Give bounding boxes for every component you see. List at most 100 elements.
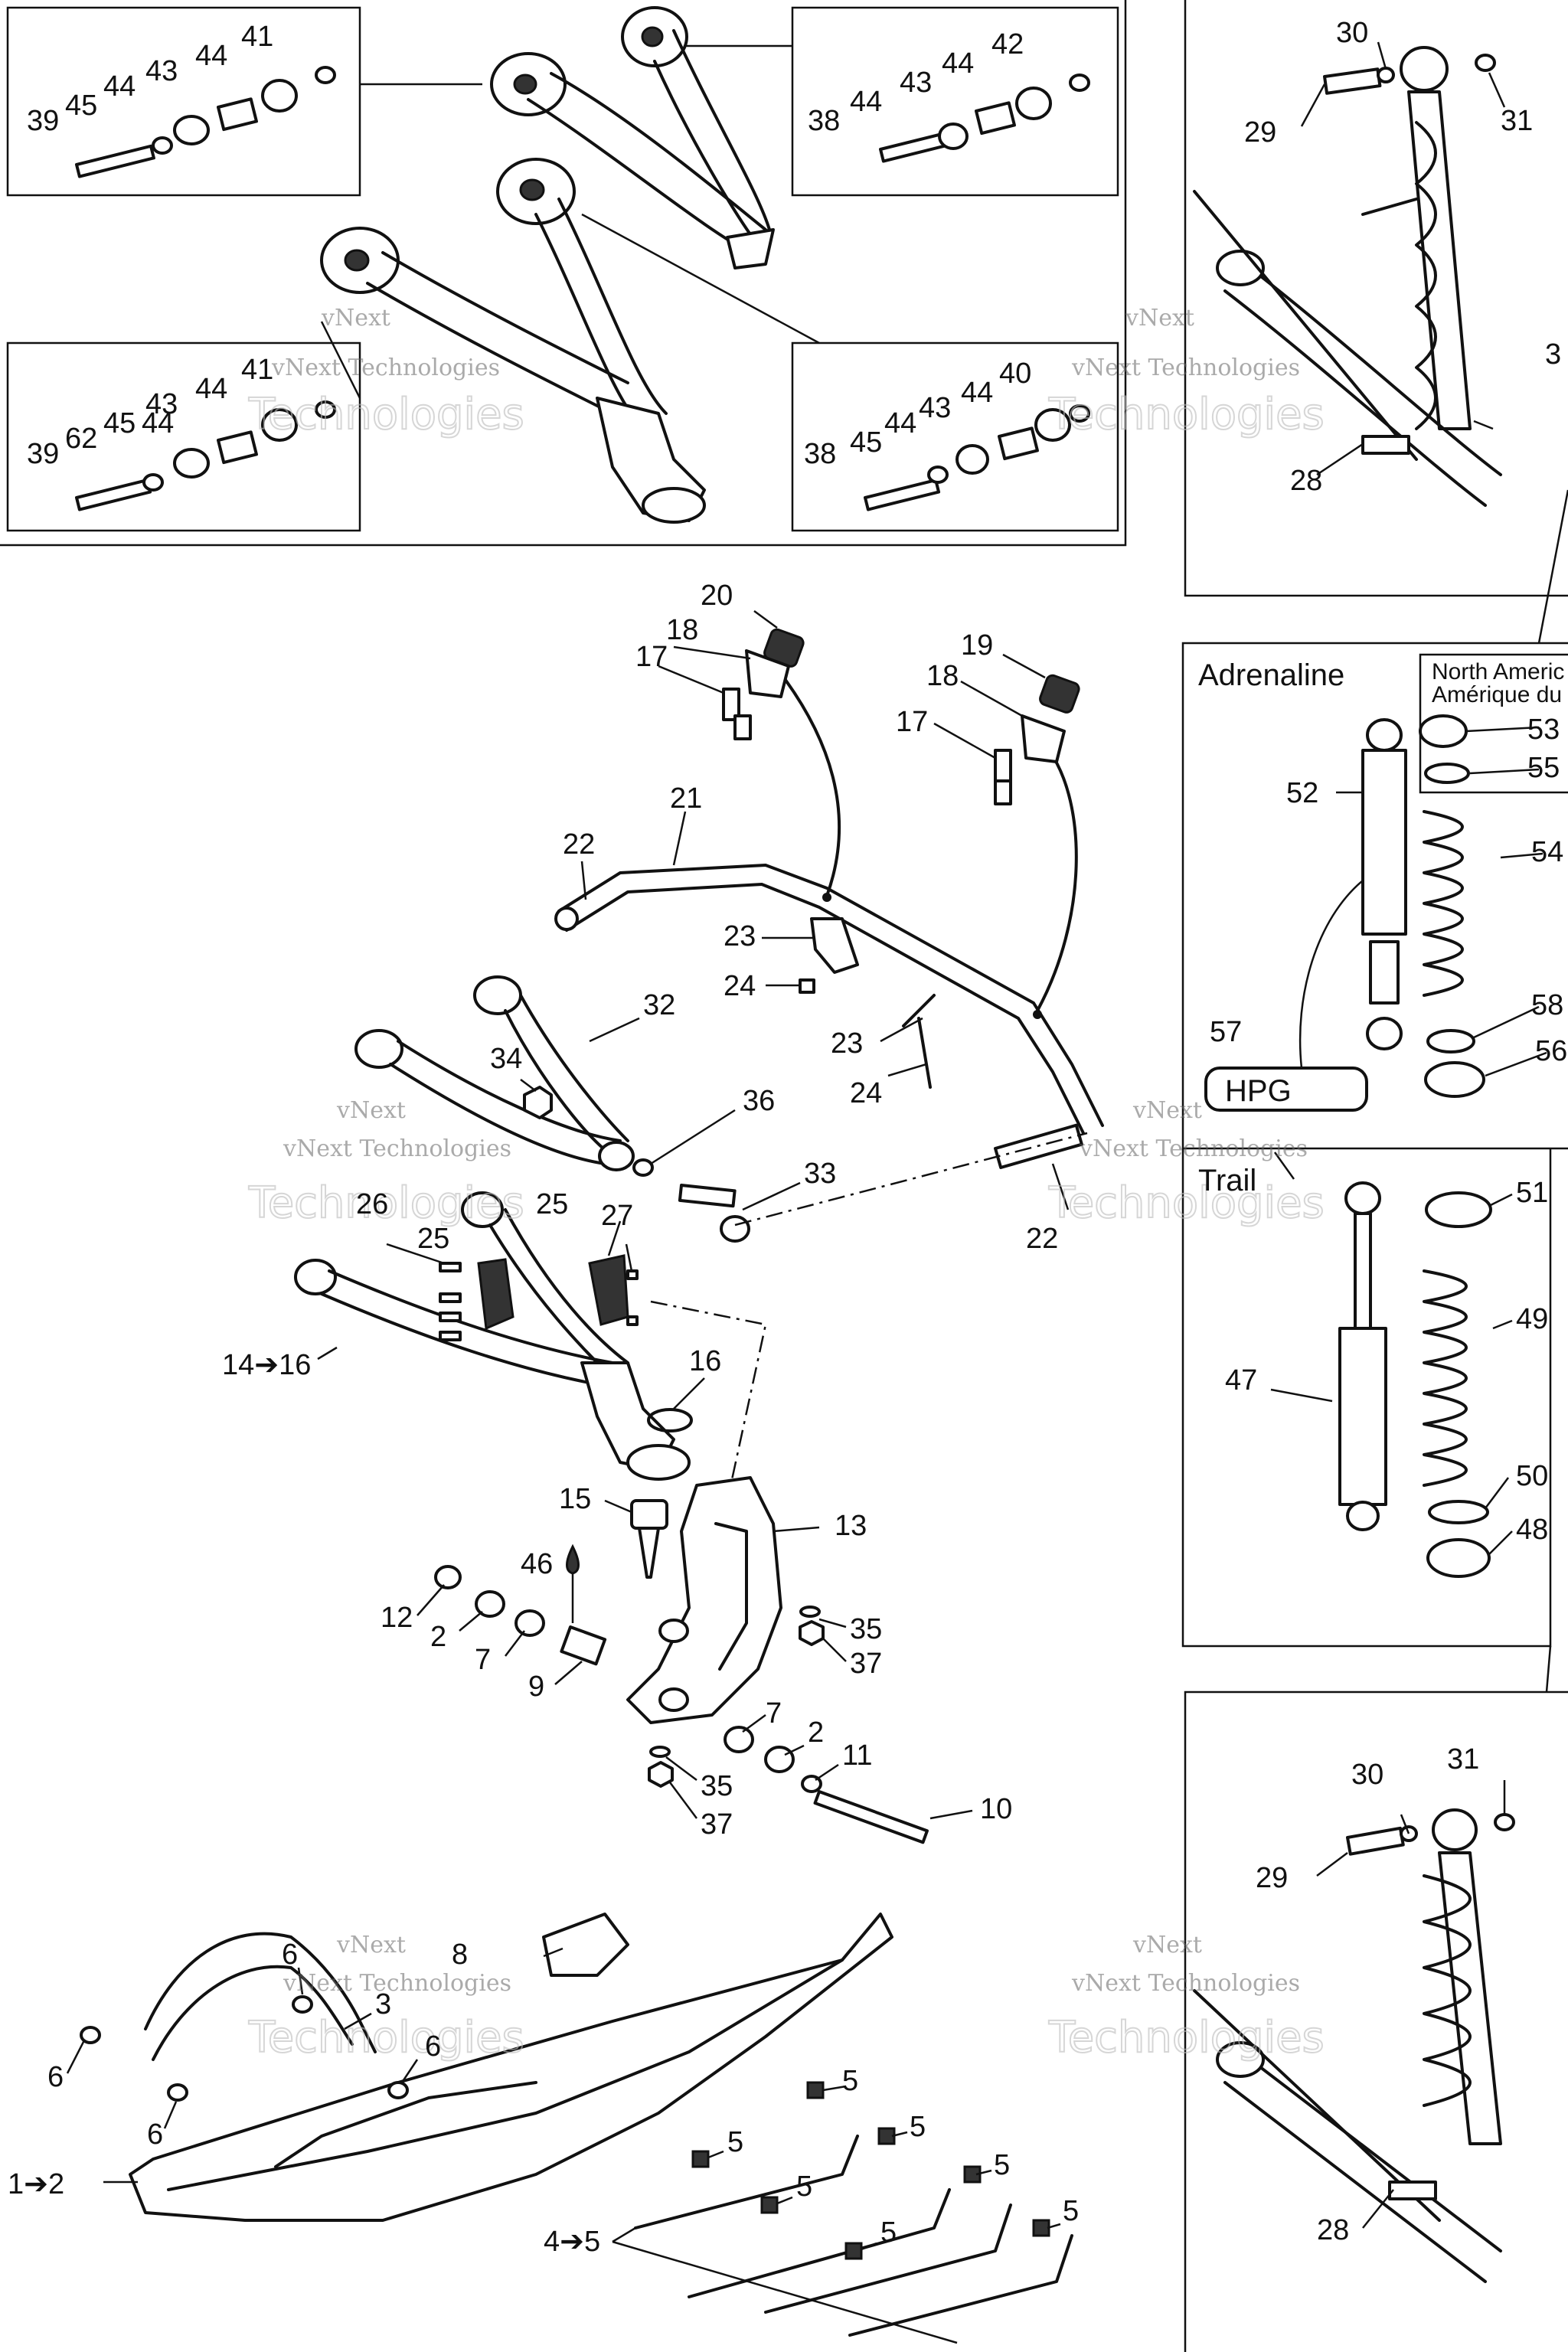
callout-17: 17: [896, 706, 928, 738]
callout-58: 58: [1531, 989, 1563, 1021]
callout-6: 6: [47, 2061, 64, 2093]
lower-a-arm-illustration: [320, 158, 706, 524]
callout-38: 38: [804, 438, 836, 470]
watermark-5c: Technologies: [248, 2013, 524, 2063]
callout-35: 35: [701, 1770, 733, 1802]
callout-56: 56: [1535, 1035, 1567, 1067]
watermark-4c: Technologies: [1048, 1178, 1325, 1228]
callout-39: 39: [27, 438, 59, 470]
callout-55: 55: [1527, 752, 1560, 784]
watermark-2a: vNext: [1125, 305, 1194, 332]
callout-37: 37: [850, 1648, 882, 1680]
panel-title-adrenaline: Adrenaline: [1198, 658, 1344, 692]
callout-5: 5: [910, 2111, 926, 2143]
callout-22: 22: [1026, 1223, 1058, 1255]
callout-54: 54: [1531, 836, 1563, 868]
watermark-2b: vNext Technologies: [1071, 354, 1300, 381]
callout-45: 45: [850, 426, 882, 459]
callout-25: 25: [417, 1223, 449, 1255]
callout-43: 43: [145, 388, 178, 420]
link-line-2: [1545, 1645, 1552, 1693]
sway-bar-bracket: [799, 917, 936, 1089]
hardware-set-4: [864, 404, 1090, 511]
callout-5: 5: [842, 2065, 858, 2097]
callout-19: 19: [961, 629, 993, 662]
callout-44: 44: [142, 407, 174, 439]
hardware-set-3: [75, 400, 336, 511]
callout-51: 51: [1516, 1177, 1548, 1209]
ski: [80, 1913, 893, 2222]
spindle-hardware: [434, 1565, 929, 1844]
watermark-5a: vNext: [336, 1932, 406, 1958]
watermark-3a: vNext: [336, 1097, 406, 1124]
callout-32: 32: [643, 989, 675, 1021]
callout-38: 38: [808, 105, 840, 137]
upper-arm-detail-frame: [0, 0, 1127, 547]
sway-bar-links: [722, 628, 1080, 1012]
callout-8: 8: [452, 1939, 468, 1971]
callout-2: 2: [808, 1717, 824, 1749]
callout-22: 22: [563, 828, 595, 861]
callout-39: 39: [27, 105, 59, 137]
callout-7: 7: [475, 1644, 491, 1676]
watermark-5b: vNext Technologies: [283, 1970, 511, 1997]
callout-23: 23: [724, 920, 756, 952]
shock-frame-bottom: [1184, 1690, 1568, 2352]
watermark-4b: vNext Technologies: [1079, 1135, 1308, 1162]
callout-37: 37: [701, 1808, 733, 1841]
callout-15: 15: [559, 1483, 591, 1515]
watermark-1b: vNext Technologies: [271, 354, 500, 381]
callout-4-5: 4➔5: [544, 2226, 600, 2258]
callout-5: 5: [727, 2126, 743, 2158]
callout-33: 33: [804, 1158, 836, 1190]
callout-6: 6: [425, 2030, 441, 2063]
callout-6: 6: [147, 2118, 163, 2151]
callout-25: 25: [536, 1188, 568, 1220]
callout-24: 24: [850, 1077, 882, 1109]
callout-1-2: 1➔2: [8, 2168, 64, 2200]
callout-44: 44: [103, 70, 136, 103]
callout-41: 41: [241, 21, 273, 53]
watermark-3b: vNext Technologies: [283, 1135, 511, 1162]
callout-27: 27: [601, 1200, 633, 1232]
callout-44: 44: [884, 407, 916, 439]
watermark-1a: vNext: [321, 305, 390, 332]
callout-20: 20: [701, 580, 733, 612]
callout-43: 43: [900, 67, 932, 99]
callout-31: 31: [1501, 105, 1533, 137]
watermark-4a: vNext: [1132, 1097, 1202, 1124]
callout-18: 18: [926, 660, 959, 692]
callout-57: 57: [1210, 1016, 1242, 1048]
upper-a-arm-illustration: [490, 6, 775, 270]
callout-10: 10: [980, 1793, 1012, 1825]
callout-5: 5: [994, 2149, 1010, 2181]
callout-23: 23: [831, 1027, 863, 1060]
callout-49: 49: [1516, 1303, 1548, 1335]
region-label-en: North Americ: [1432, 659, 1564, 684]
callout-52: 52: [1286, 777, 1318, 809]
callout-46: 46: [521, 1548, 553, 1580]
callout-48: 48: [1516, 1514, 1548, 1546]
callout-17: 17: [635, 641, 668, 673]
callout-44: 44: [850, 86, 882, 118]
leader-lines: [66, 41, 1547, 2344]
callout-29: 29: [1244, 116, 1276, 149]
callout-13: 13: [835, 1510, 867, 1542]
callout-29: 29: [1256, 1862, 1288, 1894]
callout-21: 21: [670, 782, 702, 815]
callout-11: 11: [842, 1740, 872, 1772]
panel-title-trail: Trail: [1198, 1164, 1256, 1197]
callout-3: 3: [375, 1988, 391, 2020]
callout-44: 44: [195, 40, 227, 72]
callout-50: 50: [1516, 1460, 1548, 1492]
callout-6: 6: [282, 1939, 298, 1971]
callout-16: 16: [689, 1345, 721, 1377]
callout-26: 26: [356, 1188, 388, 1220]
sway-bar: [554, 864, 1104, 1135]
callout-24: 24: [724, 970, 756, 1002]
callout-43: 43: [145, 55, 178, 87]
oil-drop-icon: [566, 1544, 580, 1575]
adrenaline-panel: HPG: [1181, 642, 1568, 1150]
callout-40: 40: [999, 358, 1031, 390]
